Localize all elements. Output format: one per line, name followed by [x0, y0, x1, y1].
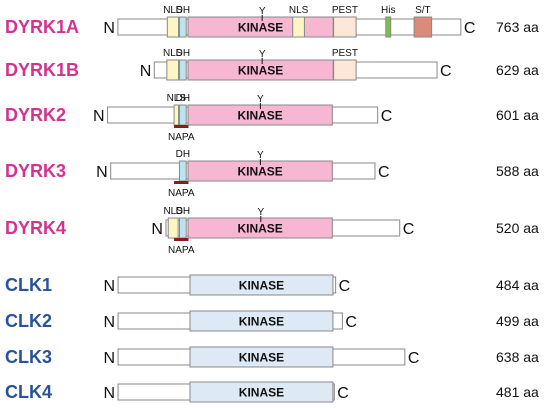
protein-length: 484 aa [496, 277, 539, 293]
kinase-domain [189, 274, 334, 296]
tyrosine-label: Y [259, 49, 266, 60]
protein-row-clk4: CLK4 N C KINASE 481 aa [5, 381, 539, 403]
protein-length: 499 aa [496, 313, 539, 329]
c-terminus-label: C [378, 164, 390, 181]
c-terminus-label: C [464, 20, 476, 37]
dh-domain [178, 217, 187, 239]
protein-length: 629 aa [496, 62, 539, 78]
napa-label: NAPA [168, 245, 195, 256]
dh-label: DH [176, 149, 190, 160]
n-terminus-label: N [140, 63, 152, 80]
st-label: S/T [415, 5, 431, 16]
n-terminus-label: N [104, 314, 116, 331]
kinase-domain [189, 381, 334, 403]
tyrosine-label: Y [257, 207, 264, 218]
kinase-label: KINASE [239, 351, 284, 365]
tyrosine-label: Y [257, 94, 264, 105]
nls-domain [173, 104, 180, 126]
protein-row-dyrk3: DYRK3 N C DH KINASE Y NAPA 588 aa [5, 149, 539, 199]
dh-domain [178, 160, 187, 182]
protein-length: 763 aa [496, 19, 539, 35]
protein-length: 638 aa [496, 349, 539, 365]
c-terminus-label: C [403, 221, 415, 238]
his-domain [385, 16, 392, 38]
kinase-label: KINASE [239, 386, 284, 400]
n-terminus-label: N [104, 278, 116, 295]
napa-bar [174, 181, 189, 184]
kinase-label: KINASE [238, 64, 283, 78]
kinase-label: KINASE [237, 165, 282, 179]
nls-domain [166, 16, 180, 38]
st-domain [413, 16, 433, 38]
n-terminus-label: N [104, 385, 116, 402]
nls-domain [292, 16, 305, 38]
protein-row-clk2: CLK2 N C KINASE 499 aa [5, 310, 539, 332]
protein-row-clk3: CLK3 N C KINASE 638 aa [5, 346, 539, 368]
protein-name: CLK2 [5, 311, 52, 331]
kinase-label: KINASE [237, 222, 282, 236]
dh-label: DH [176, 5, 190, 16]
protein-name: DYRK2 [5, 105, 66, 125]
nls-label: NLS [163, 48, 183, 59]
pest-label: PEST [332, 48, 358, 59]
protein-length: 601 aa [496, 107, 539, 123]
napa-label: NAPA [168, 132, 195, 143]
n-terminus-label: N [96, 164, 108, 181]
protein-length: 481 aa [496, 384, 539, 400]
dh-domain [178, 16, 187, 38]
c-terminus-label: C [440, 63, 452, 80]
c-terminus-label: C [408, 350, 420, 367]
nls-label: NLS [163, 5, 183, 16]
kinase-label: KINASE [237, 109, 282, 123]
c-terminus-label: C [381, 108, 393, 125]
pest-domain [333, 59, 357, 81]
napa-label: NAPA [168, 188, 195, 199]
protein-name: DYRK3 [5, 161, 66, 181]
protein-name: DYRK1B [5, 60, 79, 80]
nls-label: NLS [289, 5, 309, 16]
dh-label: DH [176, 93, 190, 104]
protein-name: CLK3 [5, 347, 52, 367]
nls-label: NLS [167, 93, 187, 104]
c-terminus-label: C [339, 278, 351, 295]
protein-length: 520 aa [496, 220, 539, 236]
protein-row-clk1: CLK1 N C KINASE 484 aa [5, 274, 539, 296]
tyrosine-label: Y [257, 150, 264, 161]
nls-domain [167, 217, 179, 239]
napa-bar [174, 238, 189, 241]
his-label: His [381, 5, 395, 16]
n-terminus-label: N [93, 108, 105, 125]
protein-length: 588 aa [496, 163, 539, 179]
tyrosine-label: Y [259, 6, 266, 17]
kinase-domain [187, 217, 333, 239]
n-terminus-label: N [151, 221, 163, 238]
nls-domain [166, 59, 180, 81]
kinase-label: KINASE [239, 279, 284, 293]
n-terminus-label: N [103, 20, 115, 37]
nls-label: NLS [163, 206, 183, 217]
protein-name: DYRK1A [5, 17, 79, 37]
n-terminus-label: N [104, 350, 116, 367]
c-terminus-label: C [345, 314, 357, 331]
c-terminus-label: C [337, 385, 349, 402]
protein-name: CLK4 [5, 382, 52, 402]
protein-name: DYRK4 [5, 218, 66, 238]
pest-label: PEST [332, 5, 358, 16]
napa-bar [174, 125, 189, 128]
dh-domain [178, 59, 187, 81]
kinase-domain [189, 310, 334, 332]
dh-label: DH [176, 206, 190, 217]
pest-domain [333, 16, 357, 38]
dh-label: DH [176, 48, 190, 59]
kinase-label: KINASE [238, 21, 283, 35]
kinase-domain [189, 346, 334, 368]
kinase-label: KINASE [239, 315, 284, 329]
protein-name: CLK1 [5, 275, 52, 295]
dh-domain [178, 104, 187, 126]
